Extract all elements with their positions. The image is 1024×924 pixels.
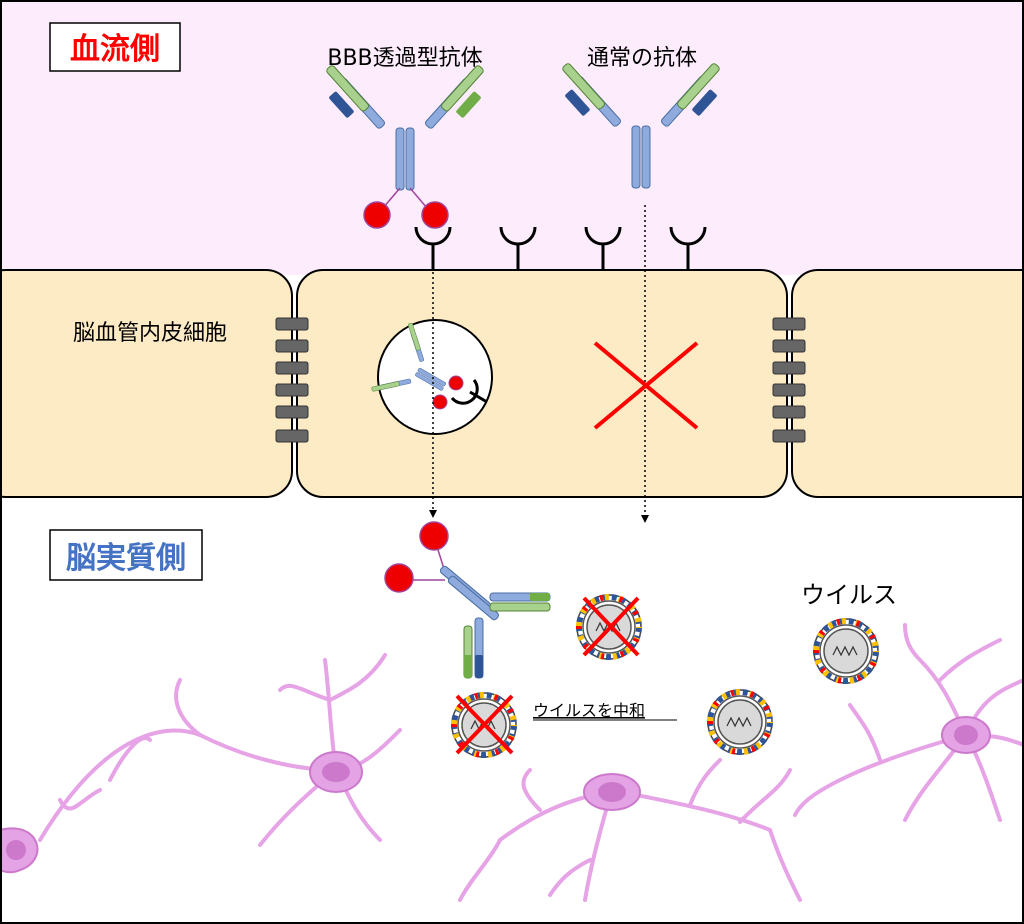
transport-arrowhead-bbb bbox=[429, 510, 437, 518]
ligand-dot bbox=[384, 563, 414, 593]
endothelial-cell-center bbox=[296, 269, 788, 498]
ligand-dot bbox=[419, 521, 449, 551]
neutralize-label: ウイルスを中和 bbox=[533, 701, 645, 720]
endothelial-cell-left bbox=[0, 269, 293, 498]
bbb-antibody-label: BBB透過型抗体 bbox=[327, 46, 482, 71]
transport-arrowhead-normal bbox=[641, 515, 649, 523]
ligand-dot bbox=[363, 201, 391, 229]
blood-side-label: 血流側 bbox=[70, 32, 160, 67]
blood-side-label-box bbox=[49, 22, 181, 72]
neuron-nucleus-center bbox=[598, 782, 626, 802]
blocked-cross bbox=[593, 341, 699, 430]
ligand-dot bbox=[421, 201, 449, 229]
neuron-nucleus-left bbox=[322, 762, 350, 782]
endothelial-cell-label: 脳血管内皮細胞 bbox=[73, 321, 227, 346]
tight-junction-left bbox=[275, 317, 309, 443]
normal-antibody-label: 通常の抗体 bbox=[587, 46, 697, 71]
bbb-antibody-brain bbox=[384, 521, 551, 679]
neutralized-cross-2 bbox=[455, 694, 514, 755]
virus-free-2 bbox=[708, 690, 772, 754]
brain-side-label-box bbox=[49, 529, 203, 581]
neutralized-cross-1 bbox=[582, 596, 640, 657]
neuron-nucleus-right bbox=[954, 725, 978, 745]
tight-junction-right bbox=[772, 317, 806, 443]
brain-side-label: 脳実質側 bbox=[66, 541, 186, 576]
virus-free-1 bbox=[814, 619, 878, 683]
endothelial-cell-right bbox=[791, 269, 1024, 498]
neuron-nucleus-far-left bbox=[6, 840, 26, 860]
virus-label: ウイルス bbox=[801, 581, 897, 609]
transcytosis-vesicle bbox=[369, 319, 493, 435]
normal-antibody-top bbox=[561, 62, 721, 189]
bbb-antibody-top bbox=[325, 64, 485, 229]
